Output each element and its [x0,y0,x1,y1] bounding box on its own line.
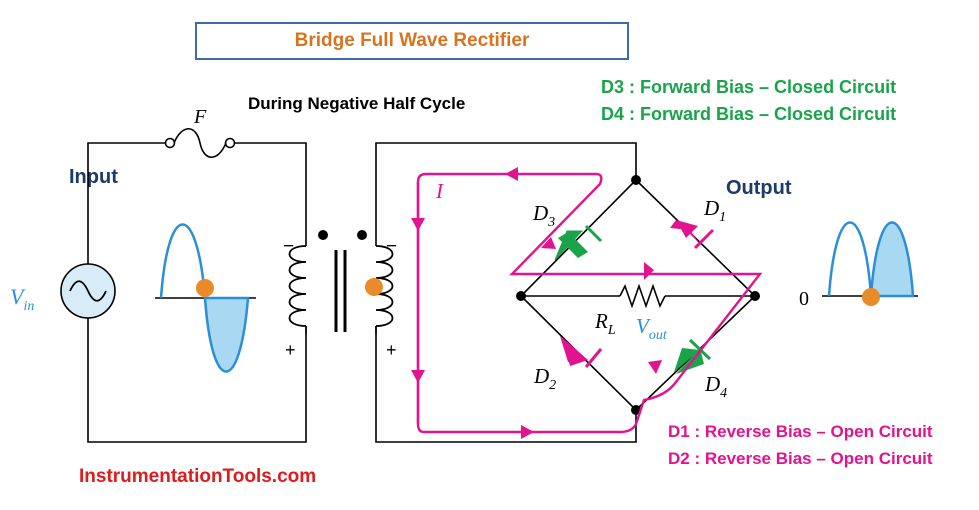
output-waveform [822,221,918,306]
svg-text:Vout: Vout [636,314,668,343]
diode-d3-icon [554,224,603,261]
d3-subscript: 3 [547,215,555,230]
d4-label: D [704,372,720,396]
d3-label: D [532,201,548,225]
d1-subscript: 1 [719,210,726,225]
primary-plus: + [285,340,296,360]
d2-label: D [533,364,549,388]
d4-subscript: 4 [720,386,727,401]
secondary-minus: − [386,236,397,257]
vout-subscript: out [649,328,668,343]
subtitle: During Negative Half Cycle [248,94,466,113]
zero-label: 0 [799,288,809,310]
title-box: Bridge Full Wave Rectifier [195,22,629,60]
ac-source-icon [60,263,116,319]
transformer-icon: − − + + [283,230,397,360]
load-subscript: L [607,323,616,338]
load-label: R [594,309,608,333]
d1-label: D [703,196,719,220]
transformer-marker [365,278,383,296]
output-marker [862,288,880,306]
forward-bias-d3: D3 : Forward Bias – Closed Circuit [601,77,897,97]
bridge-wires [375,142,757,443]
primary-minus: − [283,236,294,257]
secondary-plus: + [386,340,397,360]
current-arrows [411,167,662,439]
input-marker [196,279,214,297]
fuse-label: F [193,106,207,128]
svg-text:D3: D3 [532,201,555,230]
fuse-icon [164,127,236,159]
input-label: Input [69,166,118,188]
current-label: I [435,179,444,203]
svg-text:Vin: Vin [10,284,34,314]
input-waveform [155,223,256,373]
reverse-bias-d1: D1 : Reverse Bias – Open Circuit [668,422,933,441]
reverse-bias-d2: D2 : Reverse Bias – Open Circuit [668,449,933,468]
output-label: Output [726,177,792,199]
svg-text:RL: RL [594,309,616,338]
brand-text: InstrumentationTools.com [79,466,317,487]
svg-text:D2: D2 [533,364,556,393]
vout-label: V [636,314,651,338]
d2-subscript: 2 [549,378,556,393]
vin-label: V [10,284,26,309]
vin-subscript: in [23,299,34,314]
svg-text:D4: D4 [704,372,727,401]
primary-wires [87,142,307,443]
diagram-title: Bridge Full Wave Rectifier [294,30,530,51]
diode-d2-icon [560,336,603,368]
forward-bias-d4: D4 : Forward Bias – Closed Circuit [601,104,897,124]
bridge-nodes [516,175,760,415]
diode-d1-icon [670,220,715,250]
svg-text:D1: D1 [703,196,726,225]
